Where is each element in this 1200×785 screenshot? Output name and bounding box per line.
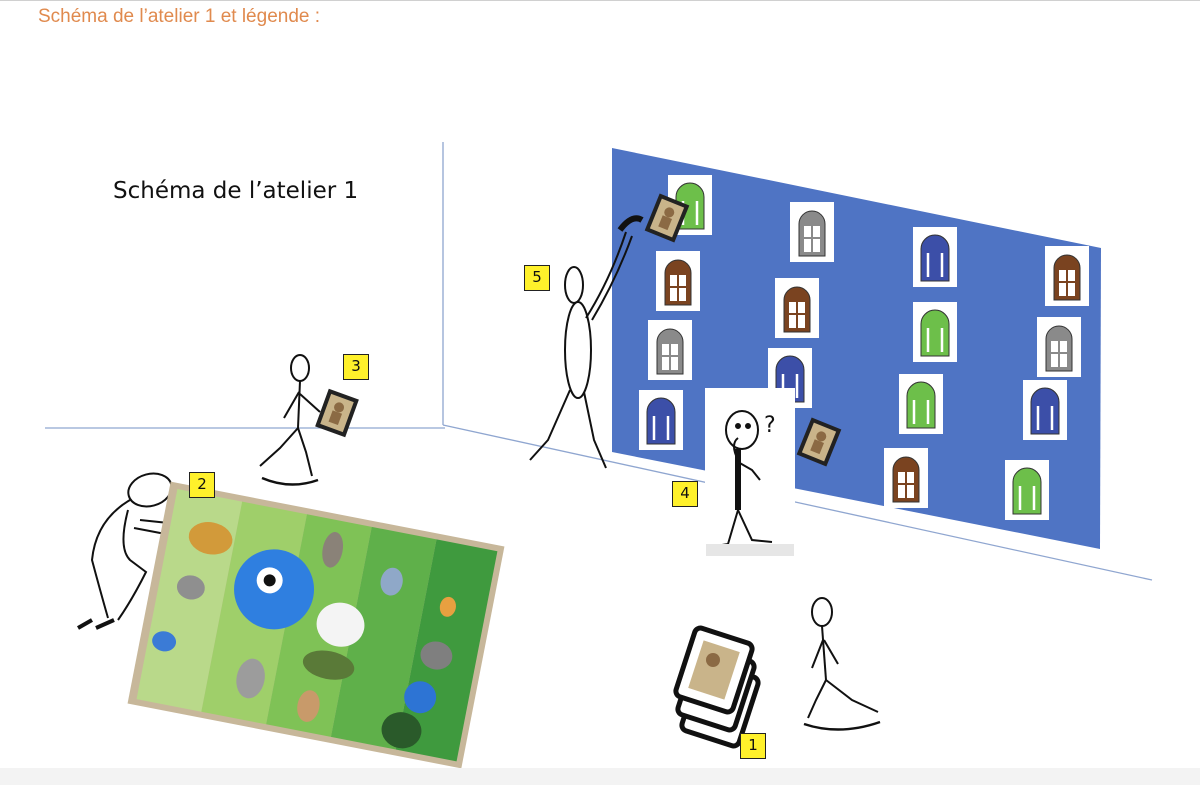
floor-line-right xyxy=(442,424,1153,581)
thinking-figure-shadow xyxy=(706,544,794,556)
hand-5 xyxy=(617,215,644,232)
door-card-green xyxy=(911,300,959,364)
door-card-brown xyxy=(883,447,929,509)
door-card-green xyxy=(1003,458,1051,522)
door-card-brown xyxy=(655,250,701,312)
door-card-blue xyxy=(911,225,959,289)
door-card-brown xyxy=(1044,245,1090,307)
diagram-title: Schéma de l’atelier 1 xyxy=(113,178,359,204)
stick-figure-1 xyxy=(803,597,881,731)
stick-figure-3 xyxy=(259,354,321,486)
step-badge-3: 3 xyxy=(343,354,369,380)
stick-figure-5 xyxy=(529,231,633,469)
photo-card-carried xyxy=(315,388,359,438)
door-card-grey xyxy=(647,319,693,381)
step-badge-4: 4 xyxy=(672,481,698,507)
header-title: Schéma de l’atelier 1 et légende : xyxy=(38,6,321,27)
photo-card-stack xyxy=(673,625,761,749)
step-badge-2: 2 xyxy=(189,472,215,498)
plush-mat xyxy=(127,481,505,769)
bottom-band xyxy=(0,768,1200,785)
door-card-blue xyxy=(637,388,685,452)
question-mark: ? xyxy=(764,413,776,438)
door-card-brown xyxy=(774,277,820,339)
door-card-grey xyxy=(789,201,835,263)
door-card-blue xyxy=(1021,378,1069,442)
stick-figure-4 xyxy=(715,410,773,547)
door-card-grey xyxy=(1036,316,1082,378)
door-card-green xyxy=(897,372,945,436)
top-rule xyxy=(0,0,1200,1)
step-badge-1: 1 xyxy=(740,733,766,759)
step-badge-5: 5 xyxy=(524,265,550,291)
